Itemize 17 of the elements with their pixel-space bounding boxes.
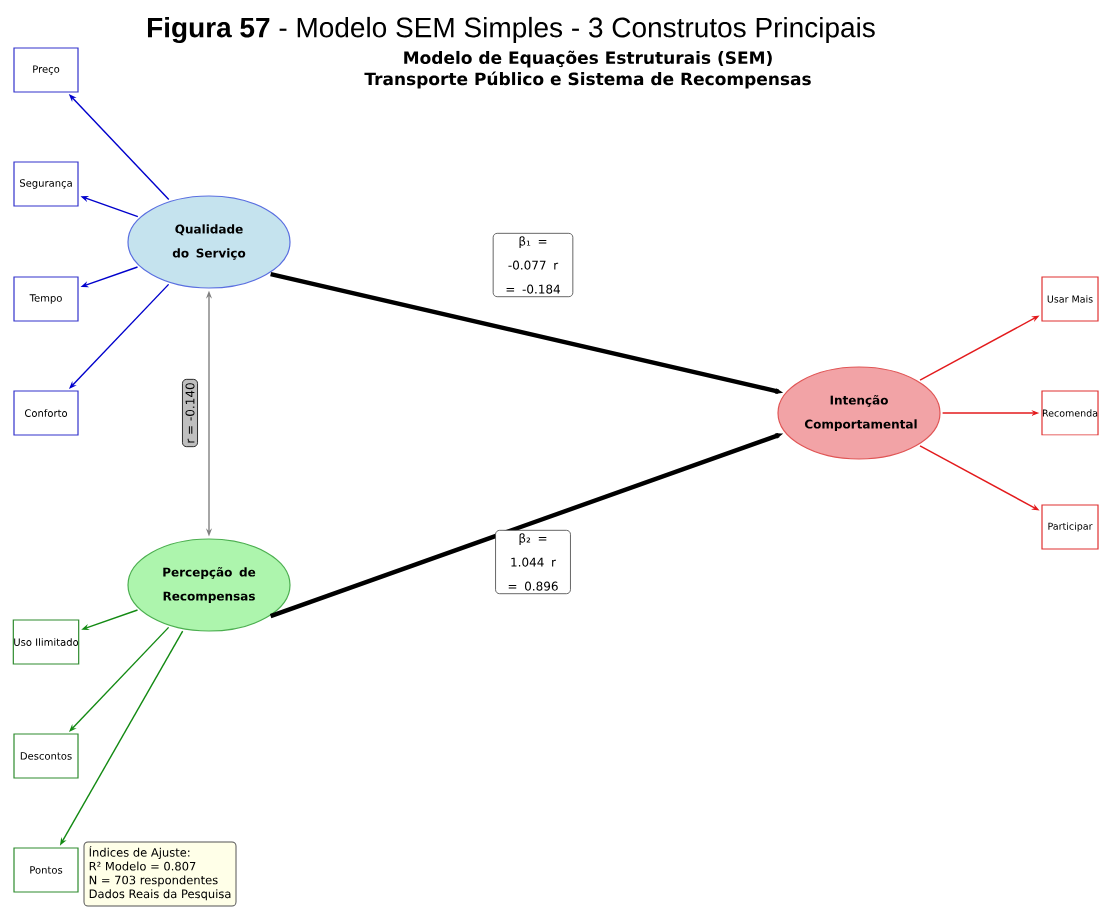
indicator-box: Pontos	[13, 847, 79, 893]
figure-title: Figura 57 - Modelo SEM Simples - 3 Construtos Principais	[148, 16, 875, 44]
chart-title: Transporte Público e Sistema de Recompensas	[364, 71, 811, 89]
edge-label: β₂ = 1.044 r = 0.896	[495, 529, 571, 595]
edge-label: r = -0.140	[182, 378, 198, 448]
indicator-box: Participar	[1041, 504, 1099, 550]
indicator-box: Preço	[13, 47, 79, 93]
indicator-box: Uso Ilimitado	[12, 619, 80, 665]
chart-title: Modelo de Equações Estruturais (SEM)	[404, 50, 772, 68]
indicator-box: Recomenda	[1041, 390, 1099, 436]
indicator-box: Tempo	[13, 276, 79, 322]
fit-indices-box: Índices de Ajuste: R² Modelo = 0.807 N = 703 respondentes Dados Reais da Pesquisa	[83, 841, 237, 907]
indicator-box: Segurança	[13, 161, 79, 207]
indicator-box: Usar Mais	[1041, 276, 1099, 322]
indicator-box: Conforto	[13, 390, 79, 436]
indicator-box: Descontos	[13, 733, 79, 779]
edge-label: β₁ = -0.077 r = -0.184	[492, 232, 574, 298]
